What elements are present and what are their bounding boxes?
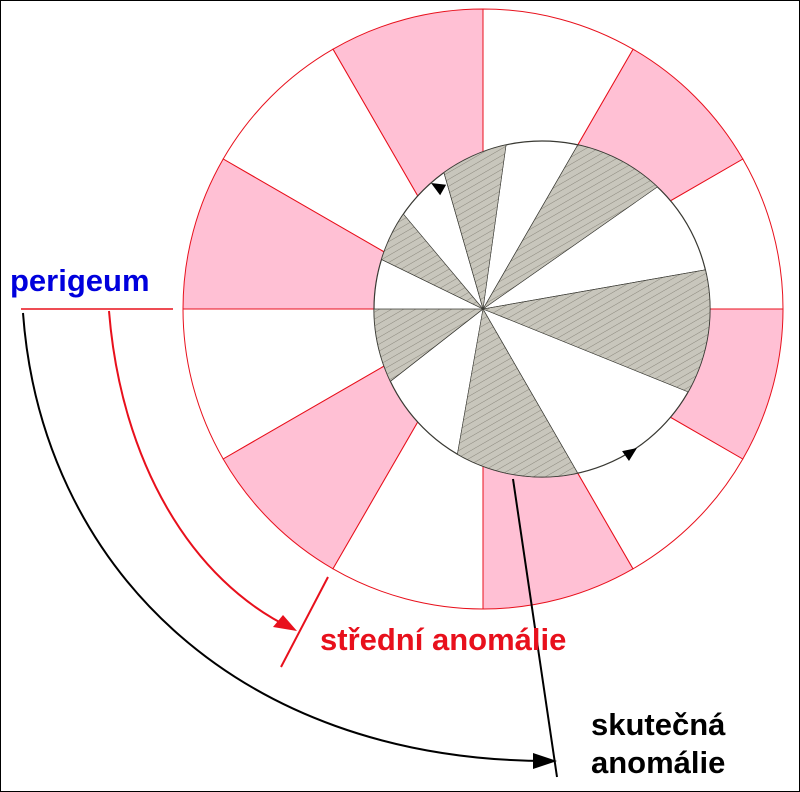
- true-anomaly-label-line1: skutečná: [591, 707, 726, 742]
- inner-sector-2: [390, 308, 484, 455]
- inner-sector-3: [457, 308, 579, 478]
- inner-sector-9: [443, 144, 507, 310]
- true-anomaly-label-line2: anomálie: [591, 745, 726, 780]
- true-anomaly-label: skutečná anomálie: [591, 706, 725, 782]
- inner-sector-12: [373, 259, 484, 310]
- inner-sector-10: [402, 172, 484, 310]
- mean-anomaly-arc: [108, 310, 294, 630]
- inner-sector-7: [482, 144, 658, 310]
- inner-arrowhead-top: [431, 183, 447, 196]
- mean-anomaly-arrowhead: [273, 615, 297, 631]
- inner-sector-5: [481, 269, 711, 393]
- true-anomaly-arrowhead: [533, 753, 557, 769]
- inner-sector-4: [482, 308, 689, 474]
- inner-sector-8: [482, 140, 579, 310]
- inner-sector-11: [381, 213, 484, 310]
- inner-arrowhead-bottom: [622, 448, 637, 461]
- inner-sector-1: [373, 308, 484, 382]
- anomaly-arrows: [22, 183, 637, 778]
- perigeum-label: perigeum: [10, 263, 150, 298]
- true-anomaly-radius: [512, 478, 558, 778]
- inner-circle-sectors: [21, 140, 711, 478]
- inner-sector-6: [482, 186, 706, 310]
- mean-anomaly-tick: [280, 576, 329, 668]
- true-anomaly-arc: [22, 312, 550, 762]
- mean-anomaly-label: střední anomálie: [320, 622, 567, 657]
